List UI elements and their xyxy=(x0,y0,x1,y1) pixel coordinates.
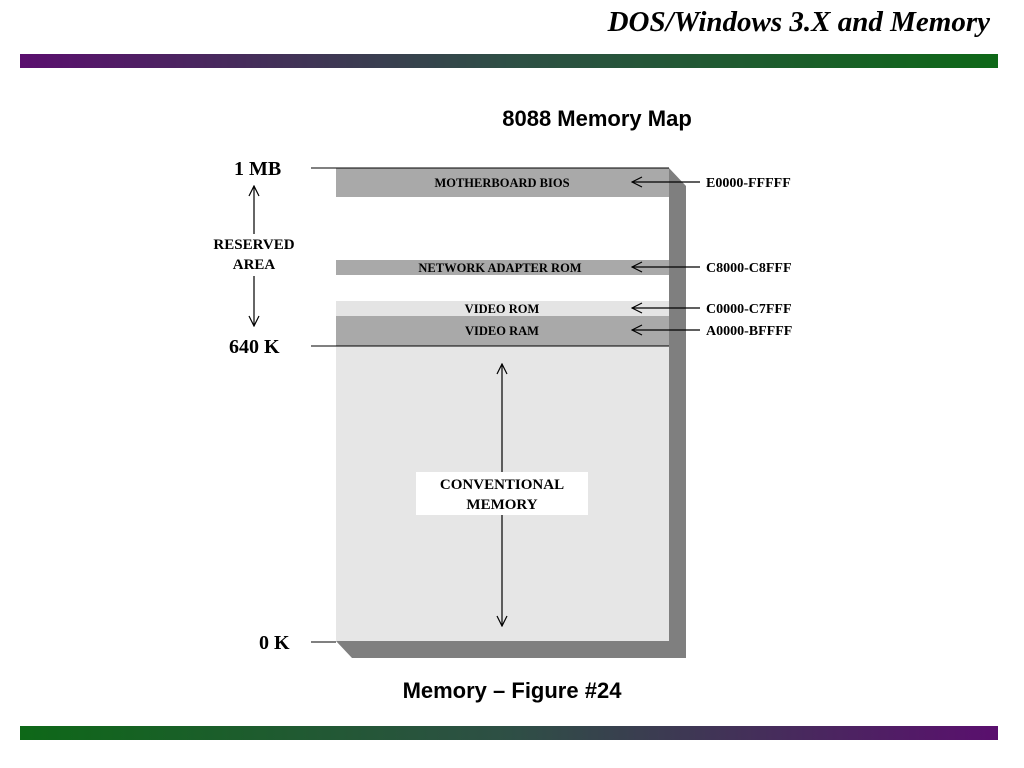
label-1mb: 1 MB xyxy=(234,158,281,180)
region-network-adapter-rom xyxy=(336,260,669,275)
region-label: VIDEO RAM xyxy=(465,324,539,338)
bottom-divider-bar xyxy=(20,726,998,740)
region-label: NETWORK ADAPTER ROM xyxy=(418,261,581,275)
address-label: C8000-C8FFF xyxy=(706,261,792,276)
region-label: MOTHERBOARD BIOS xyxy=(434,176,569,190)
conventional-memory-label: CONVENTIONAL xyxy=(440,477,564,493)
region-video-rom xyxy=(336,301,669,316)
label-640k: 640 K xyxy=(229,336,280,358)
address-label: E0000-FFFFF xyxy=(706,176,791,191)
conventional-memory-label: MEMORY xyxy=(466,497,537,513)
region-motherboard-bios xyxy=(336,168,669,197)
conventional-label-box xyxy=(416,472,588,515)
figure-caption: Memory – Figure #24 xyxy=(402,678,622,703)
region-video-ram xyxy=(336,316,669,346)
address-label: A0000-BFFFF xyxy=(706,324,792,339)
region-label: VIDEO ROM xyxy=(465,302,540,316)
label-0k: 0 K xyxy=(259,632,290,654)
address-label: C0000-C7FFF xyxy=(706,302,792,317)
top-divider-bar xyxy=(20,54,998,68)
diagram-title: 8088 Memory Map xyxy=(502,106,692,131)
slide-title: DOS/Windows 3.X and Memory xyxy=(607,6,990,38)
reserved-area-label: RESERVED xyxy=(213,237,294,253)
reserved-area-label: AREA xyxy=(233,257,276,273)
